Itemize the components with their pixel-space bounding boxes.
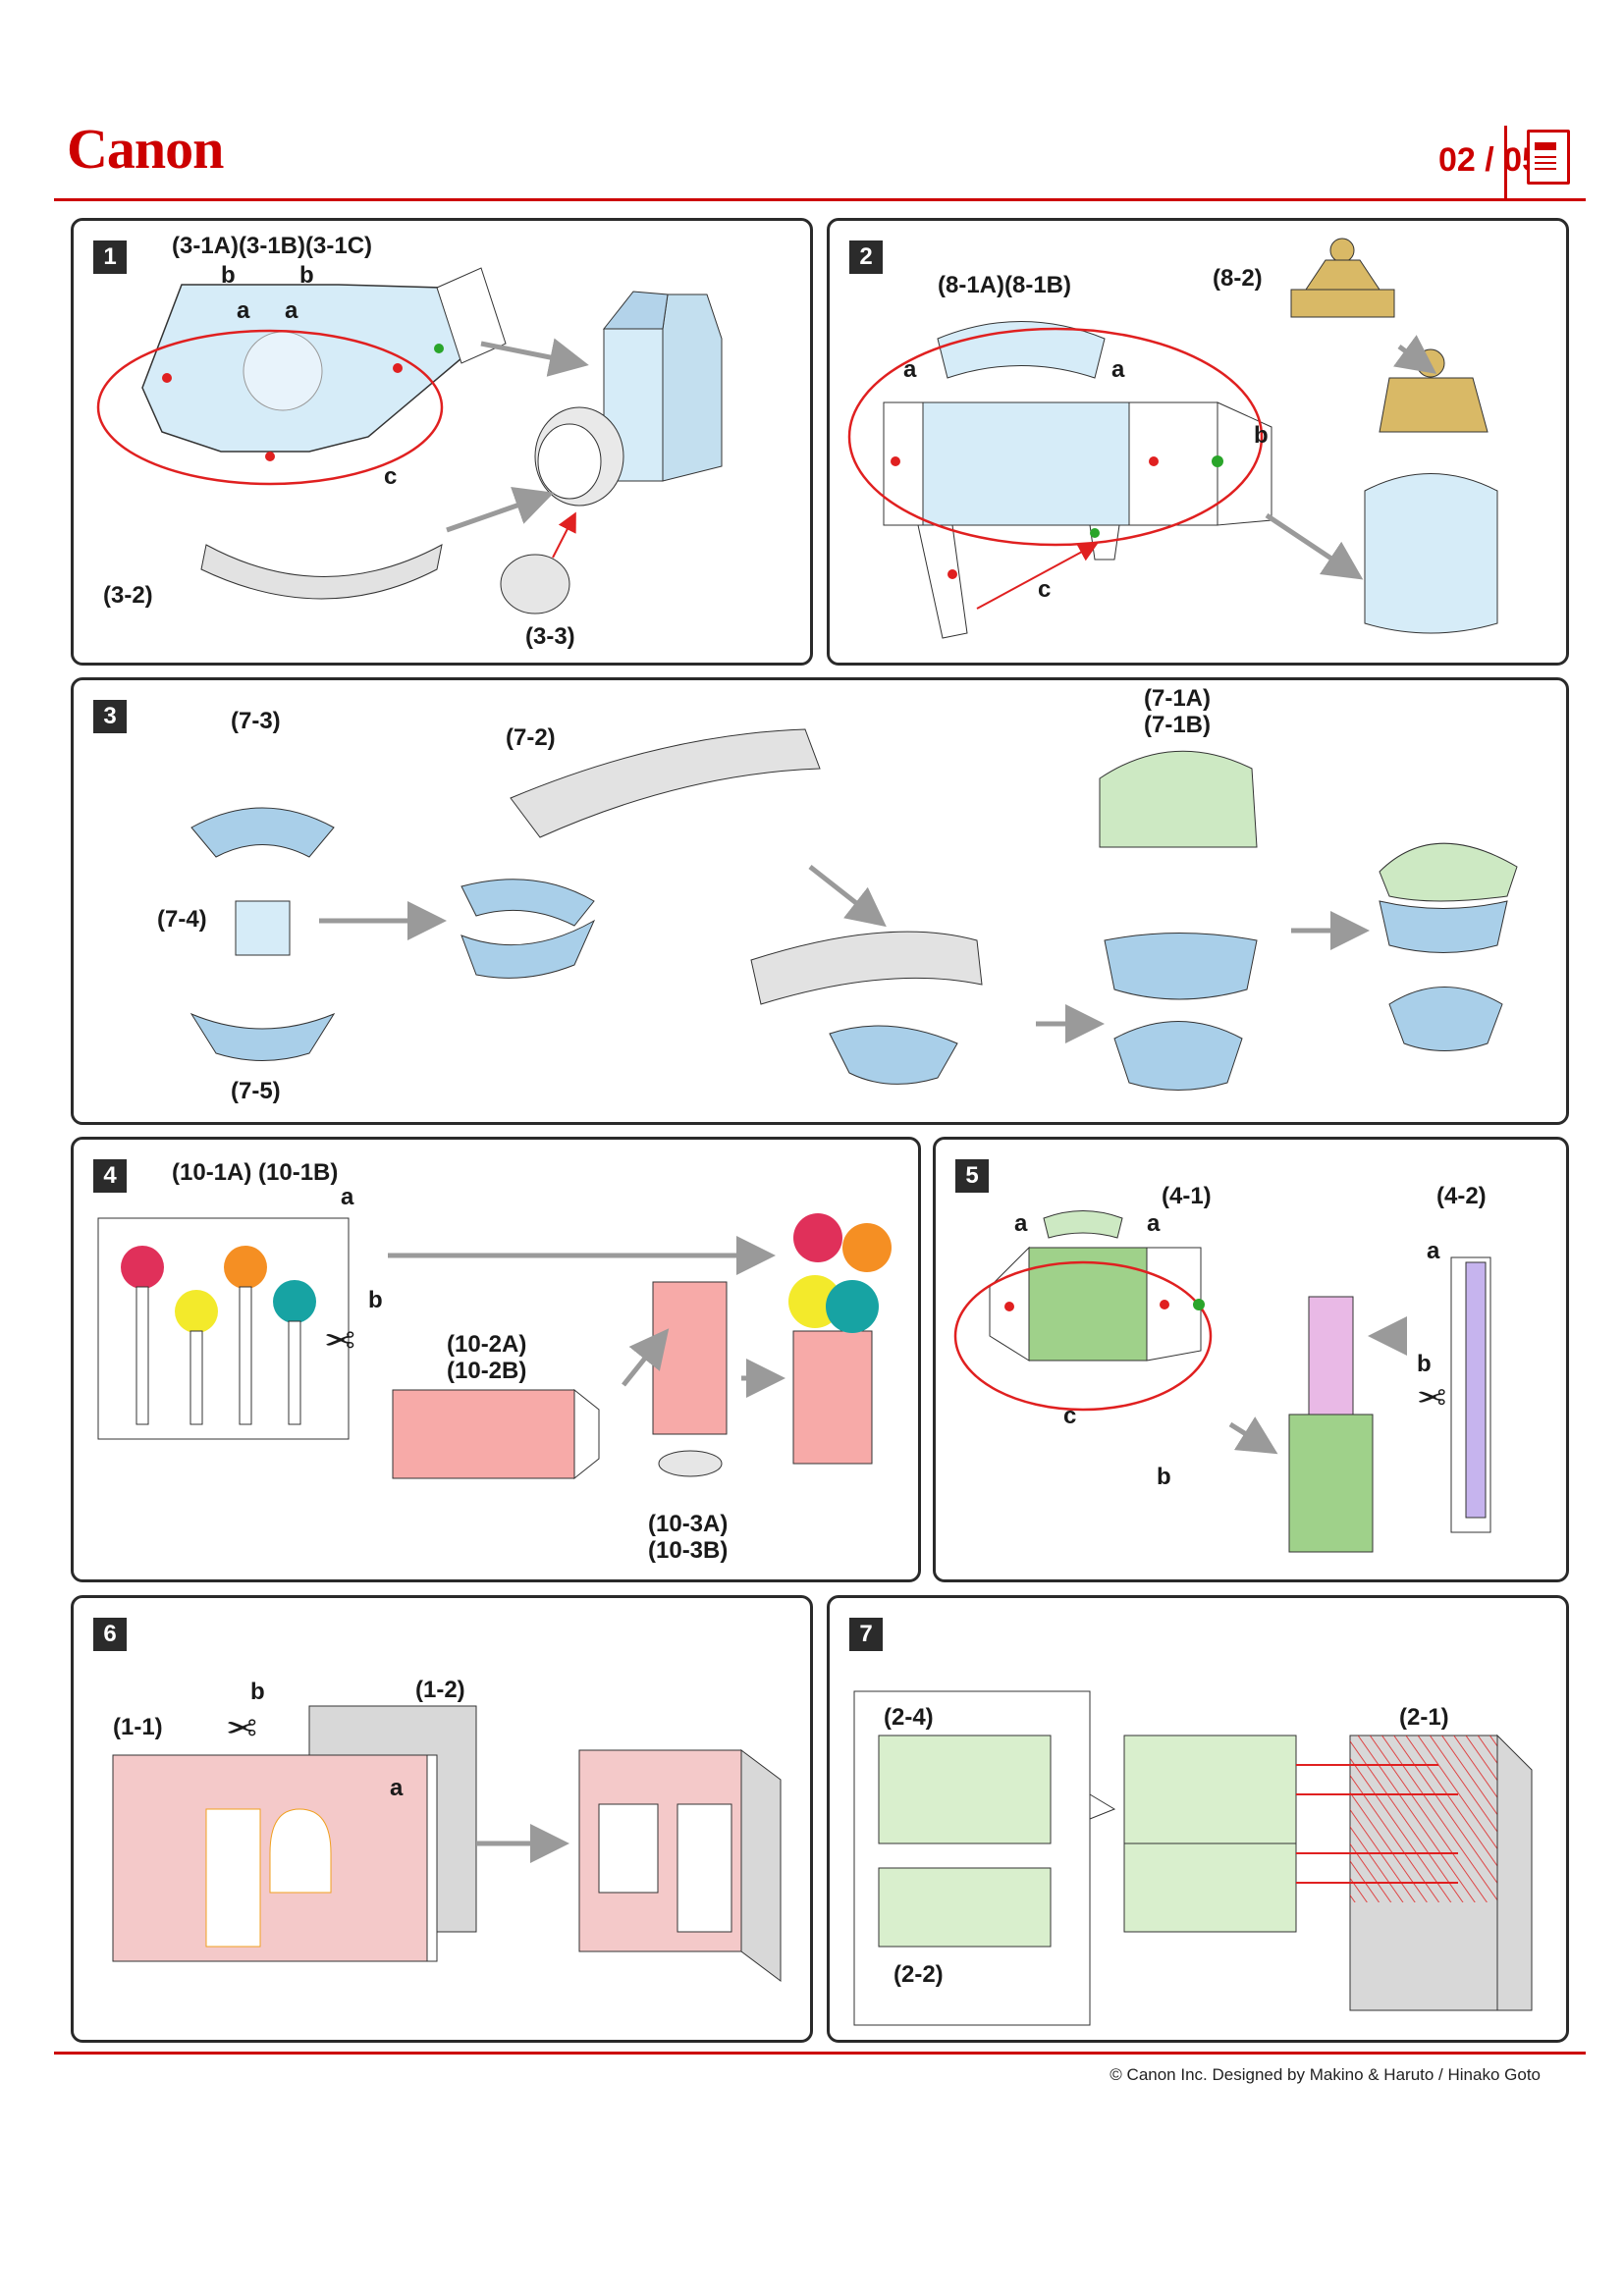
step-number: 7 <box>849 1618 883 1651</box>
fold-mark-a: a <box>237 297 250 324</box>
part-label: (10-3B) <box>648 1537 729 1564</box>
step-number: 3 <box>93 700 127 733</box>
step-panel-1: 1 (3-1A)(3-1B)(3-1C) b b a a c (3-2) (3-… <box>71 218 813 666</box>
part-label: (3-3) <box>525 623 575 650</box>
cut-mark-b: b <box>368 1287 383 1313</box>
step-panel-7: 7 (2-4) (2-2) (2-1) <box>827 1595 1569 2043</box>
credit-text: © Canon Inc. Designed by Makino & Haruto… <box>1110 2065 1541 2084</box>
fold-mark-a: a <box>1427 1238 1440 1264</box>
step-panel-3: 3 (7-3) (7-4) (7-5) (7-2) (7-1A) (7-1B) <box>71 677 1569 1125</box>
part-label: (10-2A) <box>447 1331 527 1358</box>
part-label: (4-2) <box>1436 1183 1487 1209</box>
part-label: (1-1) <box>113 1714 163 1740</box>
step-number: 2 <box>849 240 883 274</box>
step-panel-5: 5 ✂ (4-1) (4-2) a a a b c b <box>933 1137 1569 1582</box>
fold-mark-a: a <box>390 1775 404 1801</box>
part-label: (2-2) <box>893 1961 944 1988</box>
fold-mark-b: b <box>221 262 236 289</box>
scissors-icon: ✂ <box>1417 1376 1447 1416</box>
part-label: (2-4) <box>884 1704 934 1731</box>
footer-rule <box>54 2052 1586 2055</box>
header-rule <box>54 198 1586 201</box>
step-3-illustration <box>189 728 1518 1091</box>
fold-mark-a: a <box>285 297 298 324</box>
part-label: (8-2) <box>1213 265 1263 292</box>
step-7-illustration <box>853 1690 1533 2026</box>
part-label: (7-1A) <box>1144 685 1212 712</box>
fold-mark-a: a <box>903 356 917 383</box>
fold-mark-a: a <box>341 1184 354 1210</box>
fold-mark-a: a <box>1014 1210 1028 1237</box>
fold-mark-b: b <box>1157 1464 1171 1490</box>
header-divider <box>1504 126 1507 199</box>
part-label: (10-1A) (10-1B) <box>172 1159 339 1186</box>
step-number: 1 <box>93 240 127 274</box>
step-number: 5 <box>955 1159 989 1193</box>
part-label: (8-1A)(8-1B) <box>938 272 1072 298</box>
page-icon <box>1527 130 1570 185</box>
fold-mark-a: a <box>1111 356 1125 383</box>
step-panel-2: 2 (8-1A)(8-1B) (8-2) a a b c <box>827 218 1569 666</box>
part-label: (7-4) <box>157 906 207 933</box>
step-6-illustration <box>112 1705 782 1982</box>
part-label: (7-3) <box>231 708 281 734</box>
fold-mark-b: b <box>299 262 314 289</box>
step-number: 4 <box>93 1159 127 1193</box>
step-panel-4: 4 ✂ (10-1A) (10-1B) a b (10-2A) (10-2B) … <box>71 1137 921 1582</box>
fold-mark-c: c <box>1038 576 1052 603</box>
step-2-illustration <box>847 238 1498 639</box>
part-label: (10-3A) <box>648 1511 729 1537</box>
cut-mark-b: b <box>1417 1351 1432 1377</box>
fold-mark-a: a <box>1147 1210 1161 1237</box>
part-label: (3-1A)(3-1B)(3-1C) <box>172 233 373 259</box>
step-1-illustration <box>96 267 723 614</box>
step-panel-6: 6 ✂ (1-1) (1-2) b a <box>71 1595 813 2043</box>
scissors-icon: ✂ <box>226 1705 257 1746</box>
scissors-icon: ✂ <box>324 1317 355 1359</box>
part-label: (7-2) <box>506 724 556 751</box>
part-label: (7-5) <box>231 1078 281 1104</box>
part-label: (10-2B) <box>447 1358 527 1384</box>
part-label: (7-1B) <box>1144 712 1212 738</box>
part-label: (3-2) <box>103 582 153 609</box>
brand-logo: Canon <box>67 117 224 181</box>
part-label: (4-1) <box>1162 1183 1212 1209</box>
fold-mark-c: c <box>384 463 398 490</box>
fold-mark-c: c <box>1063 1403 1077 1429</box>
cut-mark-b: b <box>250 1679 265 1705</box>
step-number: 6 <box>93 1618 127 1651</box>
page-indicator: 02 / 05 <box>1438 141 1541 179</box>
step-5-illustration <box>953 1210 1491 1553</box>
fold-mark-b: b <box>1254 422 1269 449</box>
part-label: (2-1) <box>1399 1704 1449 1731</box>
part-label: (1-2) <box>415 1677 465 1703</box>
step-4-illustration <box>97 1213 892 1480</box>
